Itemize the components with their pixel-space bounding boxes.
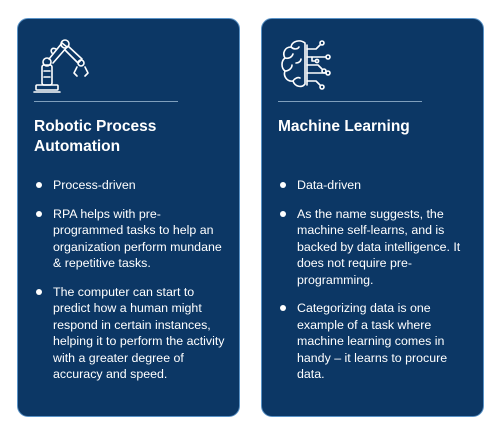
list-item: The computer can start to predict how a … [34,284,231,383]
list-item: Data-driven [278,177,475,194]
divider [278,101,422,102]
bullet-icon [280,182,286,188]
bullet-icon [280,305,286,311]
list-item: Categorizing data is one example of a ta… [278,300,475,383]
card-title: Machine Learning [278,118,410,135]
bullet-list: Data-driven As the name suggests, the ma… [278,177,475,395]
robotic-arm-icon [32,35,92,95]
divider [34,101,178,102]
machine-learning-card: Machine Learning Data-driven As the name… [261,18,484,417]
list-item: Process-driven [34,177,231,194]
brain-circuit-icon [276,35,336,95]
bullet-icon [280,210,286,217]
card-title: Robotic Process Automation [34,118,157,155]
bullet-icon [36,210,42,217]
bullet-icon [36,288,42,295]
list-item: RPA helps with pre-programmed tasks to h… [34,206,231,272]
list-item: As the name suggests, the machine self-l… [278,206,475,289]
bullet-list: Process-driven RPA helps with pre-progra… [34,177,231,395]
bullet-icon [36,182,42,188]
rpa-card: Robotic Process Automation Process-drive… [17,18,240,417]
